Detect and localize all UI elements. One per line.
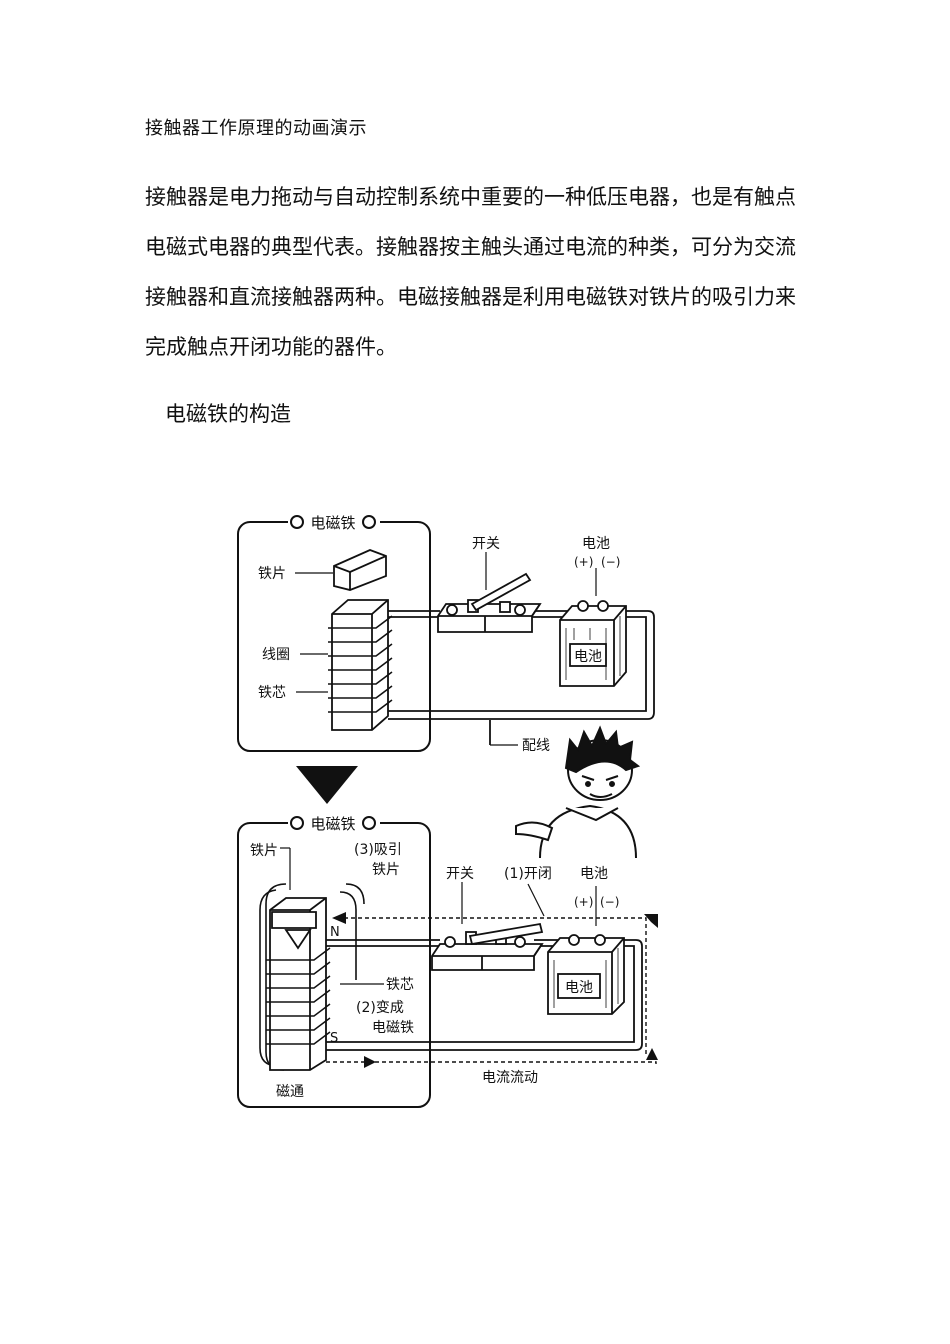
attract-label-2: 铁片 [372,862,400,878]
bottom-plus-label: (+) [574,895,593,909]
bottom-iron-piece-label: 铁片 [250,843,278,859]
become-label-2: 电磁铁 [372,1020,414,1036]
current-flow-label: 电流流动 [482,1070,538,1086]
page-heading: 接触器工作原理的动画演示 [145,118,367,139]
intro-paragraph: 接触器是电力拖动与自动控制系统中重要的一种低压电器，也是有触点 电磁式电器的典型… [145,172,815,372]
top-minus-label: (−) [601,555,620,569]
become-label-1: (2)变成 [356,1000,404,1016]
top-plus-label: (+) [574,555,593,569]
bottom-iron-core-label: 铁芯 [386,977,414,993]
top-switch-label: 开关 [472,536,500,552]
top-battery [559,600,627,687]
magnetic-flux-label: 磁通 [276,1084,304,1100]
top-iron-piece-label: 铁片 [258,566,286,582]
north-pole-label: N [330,925,340,940]
top-battery-body-label: 电池 [574,649,602,665]
south-pole-label: S [330,1031,338,1046]
down-arrow-icon [296,766,358,804]
attract-label-1: (3)吸引 [354,842,402,858]
current-corner-top-icon [644,914,658,928]
top-wiring [388,610,655,746]
paragraph-line: 接触器和直流接触器两种。电磁接触器是利用电磁铁对铁片的吸引力来 [145,285,796,309]
bottom-coil [266,947,331,1045]
top-iron-core [331,599,389,731]
paragraph-line: 完成触点开闭功能的器件。 [145,335,397,359]
current-flow-lines [326,917,657,1064]
top-box-title: 电磁铁 [310,514,355,532]
paragraph-line: 接触器是电力拖动与自动控制系统中重要的一种低压电器，也是有触点 [145,185,796,209]
bottom-switch-label: 开关 [446,866,474,882]
top-wiring-label: 配线 [522,738,550,754]
bottom-box-title: 电磁铁 [310,815,355,833]
top-switch [437,572,542,633]
switch-closed-label: (1)开闭 [504,866,552,882]
top-coil-label: 线圈 [262,647,290,663]
current-arrow-up-icon [646,1048,658,1060]
bottom-minus-label: (−) [600,895,619,909]
bottom-battery-label: 电池 [580,866,608,882]
boy-character [515,725,641,859]
current-arrow-right-icon [364,1056,376,1068]
top-iron-piece [333,549,387,591]
top-coil [328,615,393,713]
top-battery-label: 电池 [582,536,610,552]
section-subheading: 电磁铁的构造 [165,402,291,426]
bottom-switch [431,922,544,971]
paragraph-line: 电磁式电器的典型代表。接触器按主触头通过电流的种类，可分为交流 [145,235,796,259]
bottom-iron-core [269,897,327,1071]
current-arrow-left-icon [332,912,346,924]
bottom-battery-body-label: 电池 [565,980,593,996]
bottom-battery [547,934,625,1015]
top-iron-core-label: 铁芯 [258,685,286,701]
